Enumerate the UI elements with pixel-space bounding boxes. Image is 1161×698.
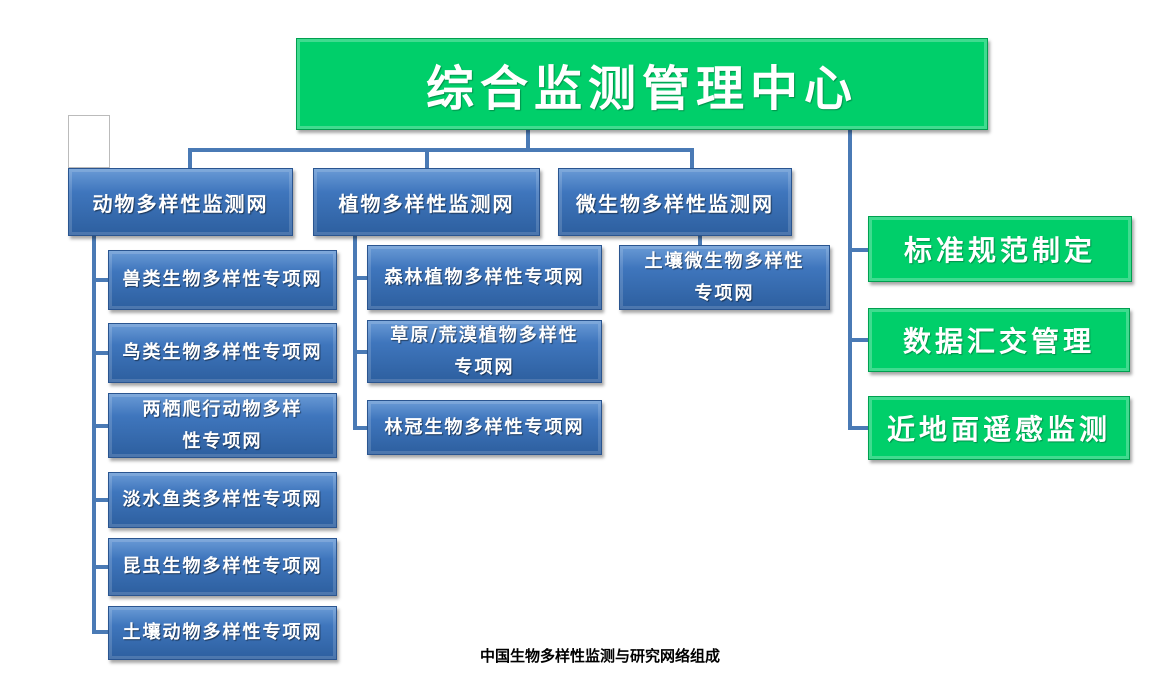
animal-subnet: 两栖爬行动物多样性专项网 bbox=[108, 393, 337, 458]
connector bbox=[698, 236, 702, 248]
subnet-label: 昆虫生物多样性专项网 bbox=[122, 556, 323, 577]
connector bbox=[353, 276, 369, 280]
connector bbox=[690, 148, 694, 168]
connector bbox=[353, 236, 357, 430]
subnet-label: 土壤微生物多样性专项网 bbox=[644, 250, 805, 304]
subnet-label: 林冠生物多样性专项网 bbox=[384, 416, 585, 438]
connector bbox=[353, 350, 369, 354]
placeholder-frame bbox=[68, 115, 110, 168]
connector bbox=[92, 236, 96, 632]
connector bbox=[92, 630, 110, 634]
branch-animal: 动物多样性监测网 bbox=[68, 168, 293, 236]
subnet-label: 鸟类生物多样性专项网 bbox=[122, 342, 323, 363]
figure-caption: 中国生物多样性监测与研究网络组成 bbox=[479, 647, 720, 665]
animal-subnet: 昆虫生物多样性专项网 bbox=[108, 538, 337, 596]
function-data: 数据汇交管理 bbox=[868, 308, 1130, 372]
subnet-label: 草原/荒漠植物多样性专项网 bbox=[390, 324, 579, 378]
connector bbox=[188, 148, 694, 152]
function-label: 近地面遥感监测 bbox=[886, 413, 1111, 446]
plant-subnet: 林冠生物多样性专项网 bbox=[367, 400, 602, 455]
subnet-label: 土壤动物多样性专项网 bbox=[122, 622, 323, 643]
connector bbox=[425, 148, 429, 168]
animal-subnet: 淡水鱼类多样性专项网 bbox=[108, 472, 337, 528]
branch-label: 动物多样性监测网 bbox=[92, 191, 269, 216]
connector bbox=[92, 424, 110, 428]
connector bbox=[188, 148, 192, 168]
microbe-subnet: 土壤微生物多样性专项网 bbox=[619, 245, 830, 310]
subnet-label: 两栖爬行动物多样性专项网 bbox=[142, 398, 303, 452]
subnet-label: 森林植物多样性专项网 bbox=[384, 266, 585, 288]
subnet-label: 兽类生物多样性专项网 bbox=[122, 269, 323, 290]
branch-microbe: 微生物多样性监测网 bbox=[558, 168, 792, 236]
branch-plant: 植物多样性监测网 bbox=[313, 168, 540, 236]
connector bbox=[92, 565, 110, 569]
function-label: 数据汇交管理 bbox=[902, 325, 1095, 358]
function-standards: 标准规范制定 bbox=[868, 216, 1132, 282]
connector bbox=[92, 351, 110, 355]
connector bbox=[848, 338, 870, 342]
branch-label: 微生物多样性监测网 bbox=[576, 191, 774, 216]
animal-subnet: 兽类生物多样性专项网 bbox=[108, 250, 337, 310]
plant-subnet: 森林植物多样性专项网 bbox=[367, 245, 602, 310]
root-label: 综合监测管理中心 bbox=[425, 61, 858, 117]
connector bbox=[526, 130, 530, 152]
subnet-label: 淡水鱼类多样性专项网 bbox=[122, 489, 323, 510]
animal-subnet: 鸟类生物多样性专项网 bbox=[108, 323, 337, 383]
connector bbox=[848, 248, 870, 252]
connector bbox=[92, 278, 110, 282]
function-remote-sensing: 近地面遥感监测 bbox=[868, 396, 1130, 460]
root-node: 综合监测管理中心 bbox=[296, 38, 988, 130]
connector bbox=[848, 130, 852, 430]
connector bbox=[92, 498, 110, 502]
animal-subnet: 土壤动物多样性专项网 bbox=[108, 606, 337, 660]
branch-label: 植物多样性监测网 bbox=[338, 191, 515, 216]
connector bbox=[848, 426, 870, 430]
plant-subnet: 草原/荒漠植物多样性专项网 bbox=[367, 320, 602, 383]
function-label: 标准规范制定 bbox=[903, 234, 1096, 267]
connector bbox=[353, 426, 369, 430]
